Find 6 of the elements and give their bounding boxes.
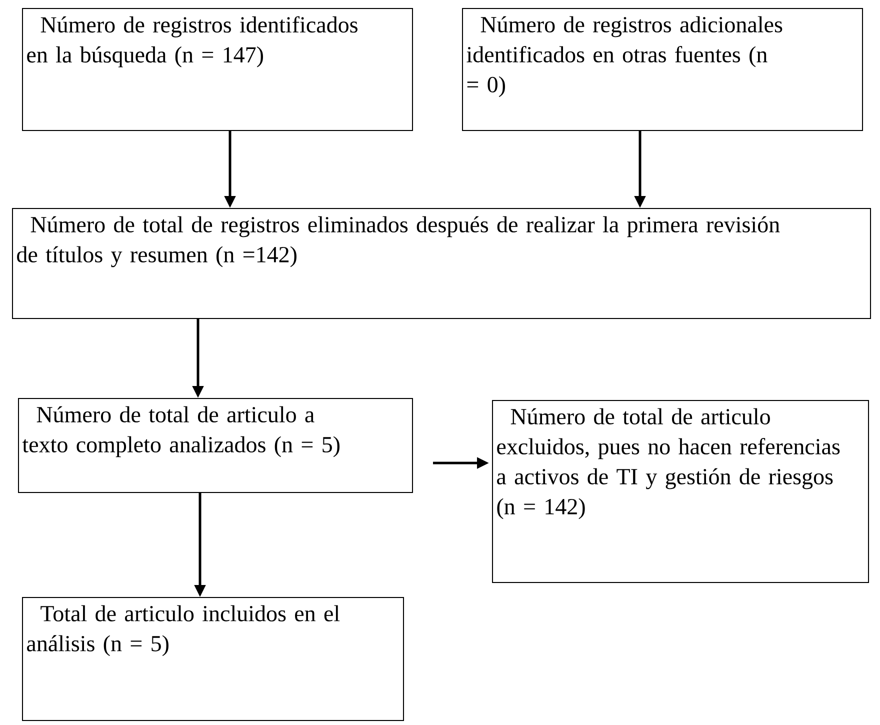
process-box: Número de total de articulo excluidos, pues no hacen referencias a activos de TI y gestión de riesgos (n = 142) bbox=[492, 400, 869, 583]
process-box: Total de articulo incluidos en el análisis (n = 5) bbox=[22, 597, 404, 721]
process-box: Número de registros adicionales identificados en otras fuentes (n = 0) bbox=[462, 8, 864, 131]
process-box: Número de total de articulo a texto completo analizados (n = 5) bbox=[18, 398, 413, 493]
process-box: Número de registros identificados en la búsqueda (n = 147) bbox=[22, 8, 413, 131]
process-box: Número de total de registros eliminados después de realizar la primera revisión de títulos y resumen (n =142) bbox=[12, 208, 871, 319]
